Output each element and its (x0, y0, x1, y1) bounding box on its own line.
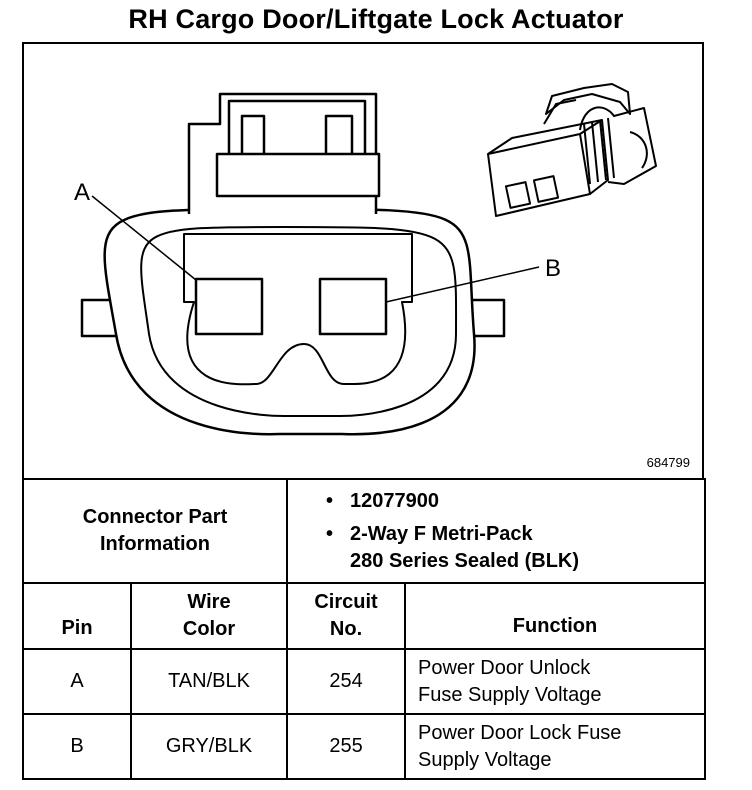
page-title: RH Cargo Door/Liftgate Lock Actuator (128, 4, 624, 34)
terminal-cavity-b (318, 277, 388, 336)
table-row: B GRY/BLK 255 Power Door Lock Fuse Suppl… (22, 713, 707, 780)
outer-housing (103, 207, 476, 436)
connector-info-list: •12077900 •2-Way F Metri-Pack 280 Series… (286, 478, 707, 584)
latch-slot-left (240, 114, 266, 154)
pin-cell: A (22, 648, 132, 715)
circuit-header: Circuit No. (286, 582, 407, 650)
connector-info-item: •12077900 (326, 489, 439, 512)
connector-info-table: Connector Part Information •12077900 •2-… (21, 478, 707, 780)
pin-b-callout: B (545, 255, 561, 282)
wire-color-cell: GRY/BLK (129, 713, 289, 780)
connector-diagram: A B 684799 (22, 42, 704, 478)
connector-info-label: Connector Part Information (82, 506, 228, 555)
wire-color-cell: TAN/BLK (129, 648, 289, 715)
latch-slot-right (324, 114, 354, 154)
table-row: A TAN/BLK 254 Power Door Unlock Fuse Sup… (22, 648, 707, 715)
cavity-wall (183, 233, 413, 386)
connector-info-label-cell: Connector Part Information (21, 478, 289, 584)
latch-base (215, 152, 381, 198)
latch-frame (227, 99, 367, 154)
terminal-cavity-a (194, 277, 264, 336)
function-cell: Power Door Lock Fuse Supply Voltage (404, 713, 707, 780)
connector-info-row: Connector Part Information •12077900 •2-… (21, 478, 707, 584)
leader-line-a (91, 195, 197, 281)
part-number: 684799 (646, 455, 690, 470)
connector-face-drawing: A B (74, 83, 657, 436)
pin-a-callout: A (74, 179, 90, 206)
table-header-row: Pin Wire Color Circuit No. Function (22, 582, 707, 650)
pin-header: Pin (22, 582, 132, 650)
connector-info-item: •2-Way F Metri-Pack (326, 522, 533, 545)
function-header: Function (404, 582, 707, 650)
connector-info-item: 280 Series Sealed (BLK) (350, 549, 580, 572)
inner-rim (140, 226, 458, 417)
circuit-cell: 254 (286, 648, 407, 715)
circuit-cell: 255 (286, 713, 407, 780)
connector-perspective-sketch (487, 83, 657, 217)
leader-line-b (385, 266, 540, 303)
pin-cell: B (22, 713, 132, 780)
wire-color-header: Wire Color (129, 582, 289, 650)
function-cell: Power Door Unlock Fuse Supply Voltage (404, 648, 707, 715)
